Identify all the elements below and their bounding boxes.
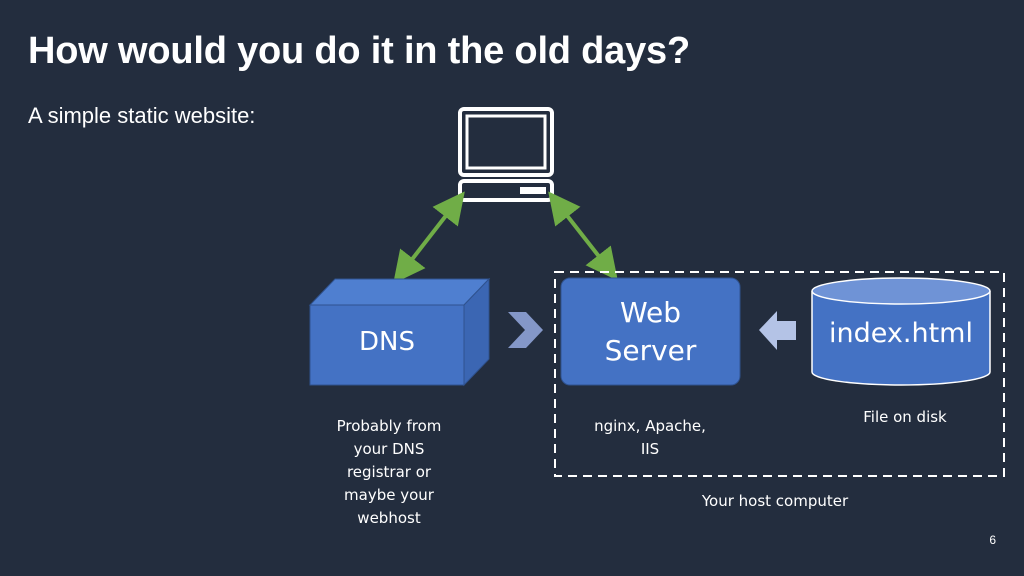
chevron-right-icon bbox=[508, 312, 543, 348]
file-label: index.html bbox=[829, 318, 973, 349]
web-server-label-line1: Web bbox=[619, 296, 682, 329]
file-caption: File on disk bbox=[863, 408, 947, 426]
computer-webserver-arrow bbox=[548, 191, 618, 281]
host-caption: Your host computer bbox=[701, 492, 849, 510]
web-server-label-line2: Server bbox=[604, 334, 697, 367]
dns-caption: Probably from your DNS registrar or mayb… bbox=[336, 417, 442, 527]
slide-subtitle: A simple static website: bbox=[28, 103, 256, 128]
dns-box-icon bbox=[308, 277, 491, 387]
page-number: 6 bbox=[989, 533, 996, 547]
web-server-box bbox=[560, 277, 741, 386]
database-cylinder-icon bbox=[811, 277, 991, 386]
host-computer-group bbox=[554, 271, 1005, 477]
web-server-caption: nginx, Apache, IIS bbox=[594, 417, 706, 458]
dns-label: DNS bbox=[359, 327, 415, 357]
web-server-label: Web Server bbox=[561, 294, 740, 370]
computer-dns-arrow bbox=[393, 191, 465, 284]
slide-title: How would you do it in the old days? bbox=[28, 30, 690, 72]
arrow-left-icon bbox=[759, 311, 796, 350]
computer-icon bbox=[458, 107, 554, 202]
